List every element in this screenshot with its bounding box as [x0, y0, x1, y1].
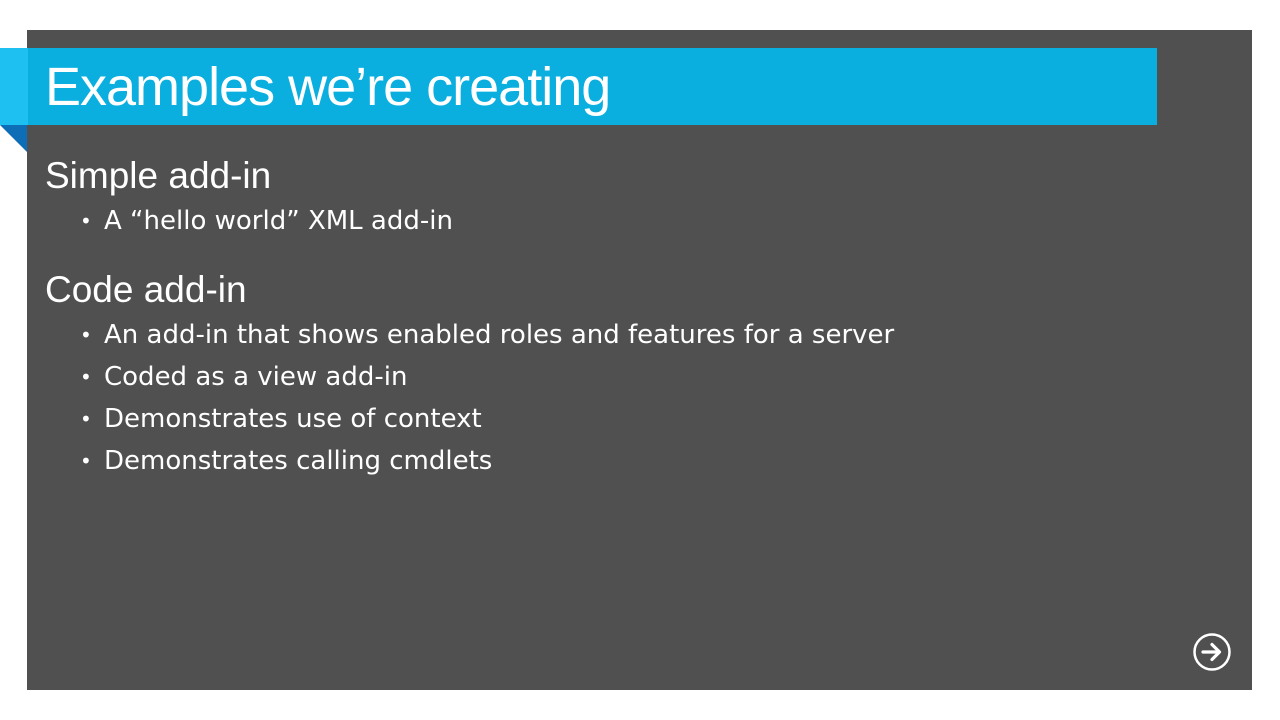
section-code-add-in: Code add-in An add-in that shows enabled… — [45, 266, 1145, 482]
title-fold-accent — [0, 125, 27, 152]
arrow-right-circle-icon — [1193, 633, 1231, 671]
slide-title: Examples we’re creating — [45, 57, 611, 117]
bullet-list: A “hello world” XML add-in — [45, 200, 1145, 242]
bullet-item: Demonstrates use of context — [80, 398, 1145, 440]
title-band-tab — [0, 48, 28, 125]
section-heading: Code add-in — [45, 269, 247, 310]
slide-content: Simple add-in A “hello world” XML add-in… — [45, 152, 1145, 482]
section-heading: Simple add-in — [45, 155, 272, 196]
bullet-list: An add-in that shows enabled roles and f… — [45, 314, 1145, 482]
section-simple-add-in: Simple add-in A “hello world” XML add-in — [45, 152, 1145, 242]
bullet-item: A “hello world” XML add-in — [80, 200, 1145, 242]
title-band — [0, 48, 1157, 125]
next-slide-button[interactable] — [1192, 632, 1232, 672]
bullet-item: Demonstrates calling cmdlets — [80, 440, 1145, 482]
bullet-item: An add-in that shows enabled roles and f… — [80, 314, 1145, 356]
bullet-item: Coded as a view add-in — [80, 356, 1145, 398]
